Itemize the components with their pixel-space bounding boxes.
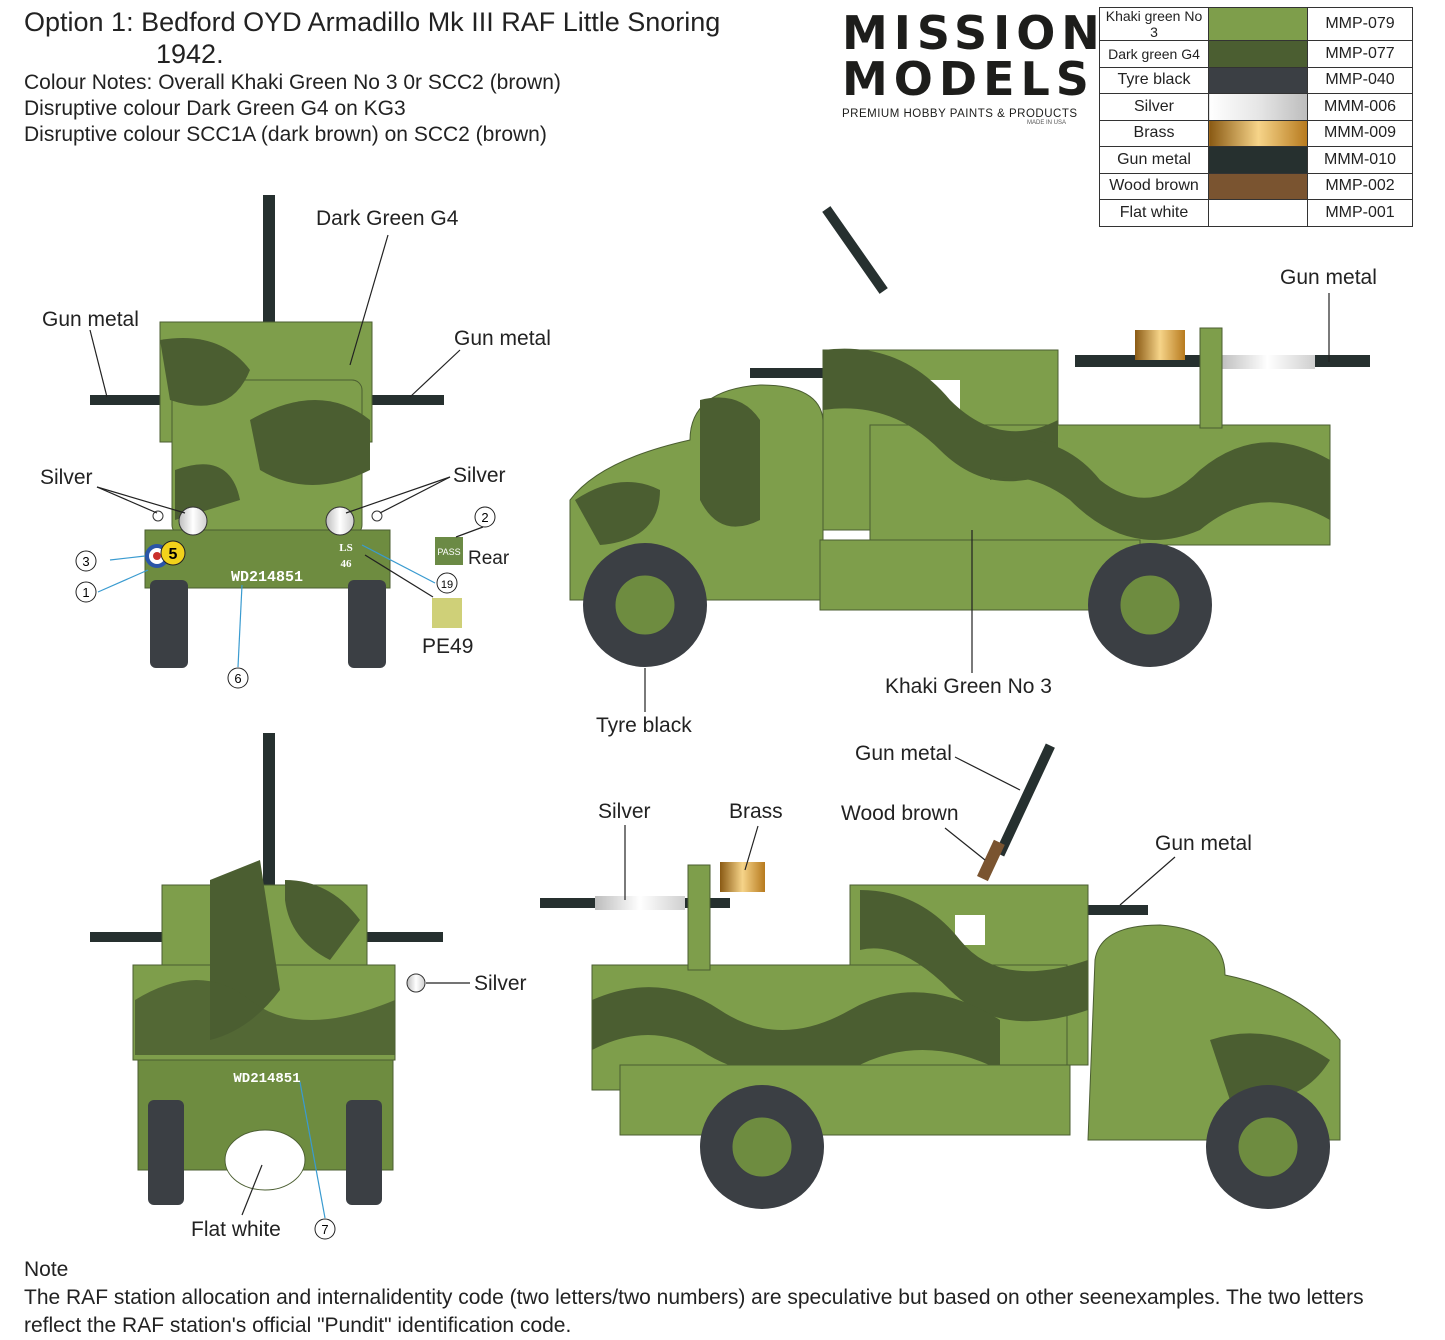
legend-row: Flat white MMP-001 <box>1099 199 1413 227</box>
rear-tyre-left <box>148 1100 184 1205</box>
legend-row: Dark green G4 MMP-077 <box>1099 40 1413 68</box>
front-tyre-left <box>150 580 188 668</box>
front-left-gun-barrel <box>90 395 172 405</box>
front-headlight-left <box>178 506 208 536</box>
legend-row: Khaki green No 3 MMP-079 <box>1099 7 1413 41</box>
title-block: Option 1: Bedford OYD Armadillo Mk III R… <box>24 6 824 148</box>
station-number: 46 <box>341 558 353 570</box>
legend-color-swatch <box>1208 66 1308 94</box>
legend-paint-code: MMM-006 <box>1307 93 1413 121</box>
legend-color-swatch <box>1208 40 1308 68</box>
legend-paint-name: Gun metal <box>1099 146 1209 174</box>
page-title: Option 1: Bedford OYD Armadillo Mk III R… <box>24 7 721 37</box>
callout-side2-gun-metal-top: Gun metal <box>855 742 952 765</box>
legend-paint-name: Flat white <box>1099 199 1209 227</box>
decal-number-1: 1 <box>82 585 89 600</box>
logo-made-in: MADE IN USA <box>1026 120 1066 126</box>
decal-number-2: 2 <box>481 510 488 525</box>
legend-color-swatch <box>1208 172 1308 200</box>
footnote: Note The RAF station allocation and inte… <box>24 1256 1424 1340</box>
station-code: LS <box>339 542 352 554</box>
legend-color-swatch <box>1208 93 1308 121</box>
front-headlight-right <box>325 506 355 536</box>
legend-paint-name: Wood brown <box>1099 172 1209 200</box>
front-right-gun-barrel <box>362 395 444 405</box>
page-title-year: 1942. <box>156 39 224 69</box>
legend-paint-name: Silver <box>1099 93 1209 121</box>
legend-paint-code: MMM-010 <box>1307 146 1413 174</box>
rear-view: WD214851 <box>90 733 443 1205</box>
legend-color-swatch <box>1208 146 1308 174</box>
logo-line-2: MODELS <box>842 52 1095 106</box>
side1-gun-mount-post <box>1199 327 1223 429</box>
callout-rear-decal: Rear <box>468 548 510 569</box>
callout-front-dark-green: Dark Green G4 <box>316 207 459 230</box>
callout-front-silver-left: Silver <box>40 466 93 489</box>
side2-gun-mount-post <box>687 864 711 971</box>
callout-leader-lines <box>89 234 1330 1219</box>
legend-paint-name: Dark green G4 <box>1099 40 1209 68</box>
side-view-right <box>569 206 1370 667</box>
callout-side1-tyre-black: Tyre black <box>596 714 692 737</box>
legend-paint-code: MMP-077 <box>1307 40 1413 68</box>
rear-tyre-right <box>346 1100 382 1205</box>
legend-paint-name: Khaki green No 3 <box>1099 7 1209 41</box>
callout-side1-gun-metal: Gun metal <box>1280 266 1377 289</box>
legend-row: Brass MMM-009 <box>1099 119 1413 147</box>
front-view: 5 WD214851 LS 46 PASS <box>90 195 463 668</box>
colour-note-1: Colour Notes: Overall Khaki Green No 3 0… <box>24 71 561 94</box>
footnote-heading: Note <box>24 1258 69 1281</box>
legend-paint-code: MMP-079 <box>1307 7 1413 41</box>
callout-pe49: PE49 <box>422 635 474 658</box>
legend-row: Wood brown MMP-002 <box>1099 172 1413 200</box>
legend-color-swatch <box>1208 199 1308 227</box>
logo-line-1: MISSION <box>842 6 1106 60</box>
legend-paint-code: MMM-009 <box>1307 119 1413 147</box>
callout-side1-khaki-green: Khaki Green No 3 <box>885 675 1052 698</box>
front-tyre-right <box>348 580 386 668</box>
decal-number-markers: 1 2 3 6 7 19 <box>75 506 496 1240</box>
front-bumper <box>144 529 391 589</box>
legend-paint-name: Tyre black <box>1099 66 1209 94</box>
front-registration-plate: WD214851 <box>231 569 303 586</box>
rear-silver-light <box>406 973 426 993</box>
bridge-plate-number: 5 <box>169 546 178 563</box>
legend-color-swatch <box>1208 119 1308 147</box>
callout-side2-brass: Brass <box>729 800 783 823</box>
pass-decal: PASS <box>437 547 460 557</box>
side-view-left <box>540 743 1341 1209</box>
legend-paint-name: Brass <box>1099 119 1209 147</box>
footnote-body: The RAF station allocation and internali… <box>24 1286 1364 1337</box>
callout-front-gun-metal-right: Gun metal <box>454 327 551 350</box>
decal-number-6: 6 <box>234 671 241 686</box>
legend-paint-code: MMP-002 <box>1307 172 1413 200</box>
callout-side2-silver: Silver <box>598 800 651 823</box>
rear-registration-plate: WD214851 <box>233 1071 300 1087</box>
callout-side2-wood-brown: Wood brown <box>841 802 959 825</box>
callout-front-silver-right: Silver <box>453 464 506 487</box>
decal-number-7: 7 <box>321 1222 328 1237</box>
callout-front-gun-metal-left: Gun metal <box>42 308 139 331</box>
callout-side2-gun-metal-right: Gun metal <box>1155 832 1252 855</box>
legend-paint-code: MMP-001 <box>1307 199 1413 227</box>
colour-note-2: Disruptive colour Dark Green G4 on KG3 <box>24 97 406 120</box>
mission-models-logo: MISSION MODELS PREMIUM HOBBY PAINTS & PR… <box>842 6 1106 126</box>
decal-number-19: 19 <box>441 579 453 591</box>
logo-tagline: PREMIUM HOBBY PAINTS & PRODUCTS <box>842 108 1078 120</box>
colour-note-3: Disruptive colour SCC1A (dark brown) on … <box>24 123 547 146</box>
legend-row: Silver MMM-006 <box>1099 93 1413 121</box>
pe49-swatch <box>432 598 462 628</box>
front-antiaircraft-barrel <box>263 195 275 355</box>
legend-row: Gun metal MMM-010 <box>1099 146 1413 174</box>
rear-antiaircraft-barrel <box>263 733 275 923</box>
callout-rear-silver: Silver <box>474 972 527 995</box>
decal-number-3: 3 <box>82 554 89 569</box>
callout-rear-flat-white: Flat white <box>191 1218 281 1241</box>
